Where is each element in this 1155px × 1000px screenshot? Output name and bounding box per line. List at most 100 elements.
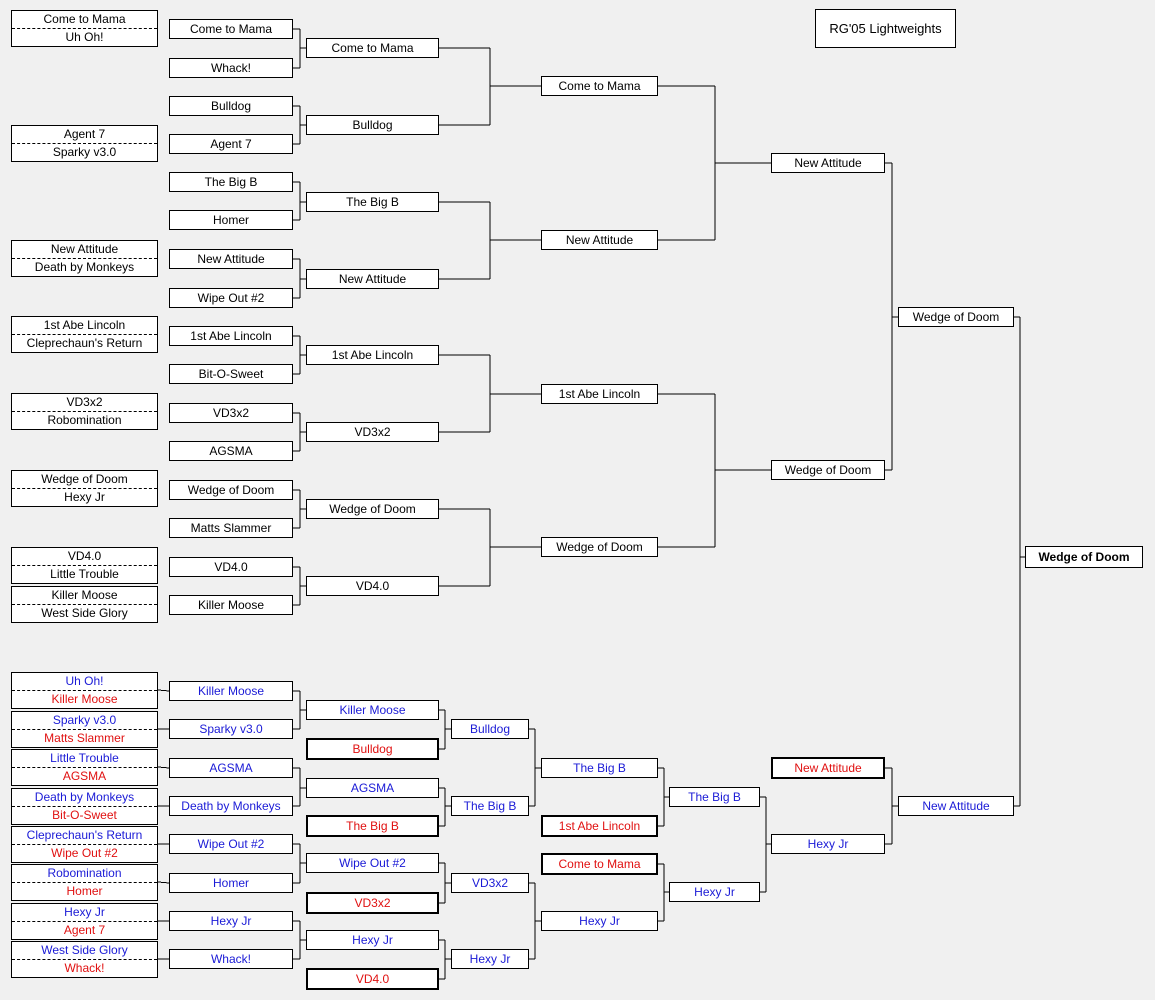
entry-top: VD3x2 [12,394,157,412]
entry-bottom: Sparky v3.0 [52,145,117,159]
entry-bottom: Wipe Out #2 [51,846,118,860]
losers-dropdown-node: Bulldog [306,738,439,760]
winners-r2-node: Agent 7 [169,134,293,154]
entry-bottom: Whack! [64,961,105,975]
winners-r4-node: Come to Mama [541,76,658,96]
losers-r2-node: Death by Monkeys [169,796,293,816]
winners-r2-node: VD3x2 [169,403,293,423]
winners-r5-node: Wedge of Doom [771,460,885,480]
losers-r6-node: Hexy Jr [669,882,760,902]
losers-dropdown-node: Come to Mama [541,853,658,875]
winners-r2-node: Bit-O-Sweet [169,364,293,384]
winners-r3-node: The Big B [306,192,439,212]
entry-top: Come to Mama [12,11,157,29]
losers-r2-node: Wipe Out #2 [169,834,293,854]
losers-r2-node: Hexy Jr [169,911,293,931]
entry-bottom: Hexy Jr [64,490,105,504]
losers-r3-node: Hexy Jr [306,930,439,950]
losers-r4-node: Hexy Jr [451,949,529,969]
entry-top: Hexy Jr [12,904,157,922]
entry-bottom: Agent 7 [63,923,106,937]
losers-r2-node: Killer Moose [169,681,293,701]
winners-r2-node: Bulldog [169,96,293,116]
losers-dropdown-node: 1st Abe Lincoln [541,815,658,837]
winners-r3-node: Wedge of Doom [306,499,439,519]
losers-r2-node: Whack! [169,949,293,969]
connector-line [157,689,170,692]
losers-r2-node: Sparky v3.0 [169,719,293,739]
entry-bottom: Homer [66,884,103,898]
losers-r6-node: The Big B [669,787,760,807]
connector-line [157,881,170,884]
entry-top: Killer Moose [12,587,157,605]
losers-r4-node: VD3x2 [451,873,529,893]
winners-r3-node: 1st Abe Lincoln [306,345,439,365]
tournament-title: RG'05 Lightweights [815,9,956,48]
entry-bottom: AGSMA [62,769,107,783]
losers-r7-node: Hexy Jr [771,834,885,854]
entry-top: Uh Oh! [12,673,157,691]
winners-r2-node: Killer Moose [169,595,293,615]
winners-r2-node: New Attitude [169,249,293,269]
losers-r2-node: Homer [169,873,293,893]
entry-top: Death by Monkeys [12,789,157,807]
entry-bottom: Little Trouble [50,567,119,581]
entry-top: VD4.0 [12,548,157,566]
winners-r2-node: Matts Slammer [169,518,293,538]
connector-line [157,766,170,769]
winners-r2-node: Come to Mama [169,19,293,39]
entry-bottom: West Side Glory [41,606,128,620]
entry-top: Sparky v3.0 [12,712,157,730]
winners-r3-node: Come to Mama [306,38,439,58]
winners-r2-node: The Big B [169,172,293,192]
winners-r2-node: Wipe Out #2 [169,288,293,308]
winners-r2-node: Wedge of Doom [169,480,293,500]
entry-bottom: Robomination [47,413,122,427]
winners-final-node: Wedge of Doom [898,307,1014,327]
winners-r2-node: Whack! [169,58,293,78]
losers-dropdown-node: The Big B [306,815,439,837]
winners-r3-node: New Attitude [306,269,439,289]
entry-top: New Attitude [12,241,157,259]
winners-r2-node: VD4.0 [169,557,293,577]
losers-final-node: New Attitude [898,796,1014,816]
losers-dropdown-node: VD4.0 [306,968,439,990]
losers-r4-node: Bulldog [451,719,529,739]
losers-r3-node: AGSMA [306,778,439,798]
winners-r4-node: Wedge of Doom [541,537,658,557]
losers-r4-node: The Big B [451,796,529,816]
winners-r3-node: Bulldog [306,115,439,135]
losers-r3-node: Wipe Out #2 [306,853,439,873]
losers-r1-pair: Uh Oh!Killer Moose [11,672,158,709]
losers-dropdown-node: New Attitude [771,757,885,779]
winners-r5-node: New Attitude [771,153,885,173]
winners-r2-node: 1st Abe Lincoln [169,326,293,346]
entry-bottom: Killer Moose [51,692,118,706]
losers-r5-node: Hexy Jr [541,911,658,931]
champion-node: Wedge of Doom [1025,546,1143,568]
entry-top: 1st Abe Lincoln [12,317,157,335]
entry-top: Agent 7 [12,126,157,144]
entry-top: Little Trouble [12,750,157,768]
entry-bottom: Uh Oh! [65,30,104,44]
winners-r3-node: VD3x2 [306,422,439,442]
losers-dropdown-node: VD3x2 [306,892,439,914]
losers-r5-node: The Big B [541,758,658,778]
